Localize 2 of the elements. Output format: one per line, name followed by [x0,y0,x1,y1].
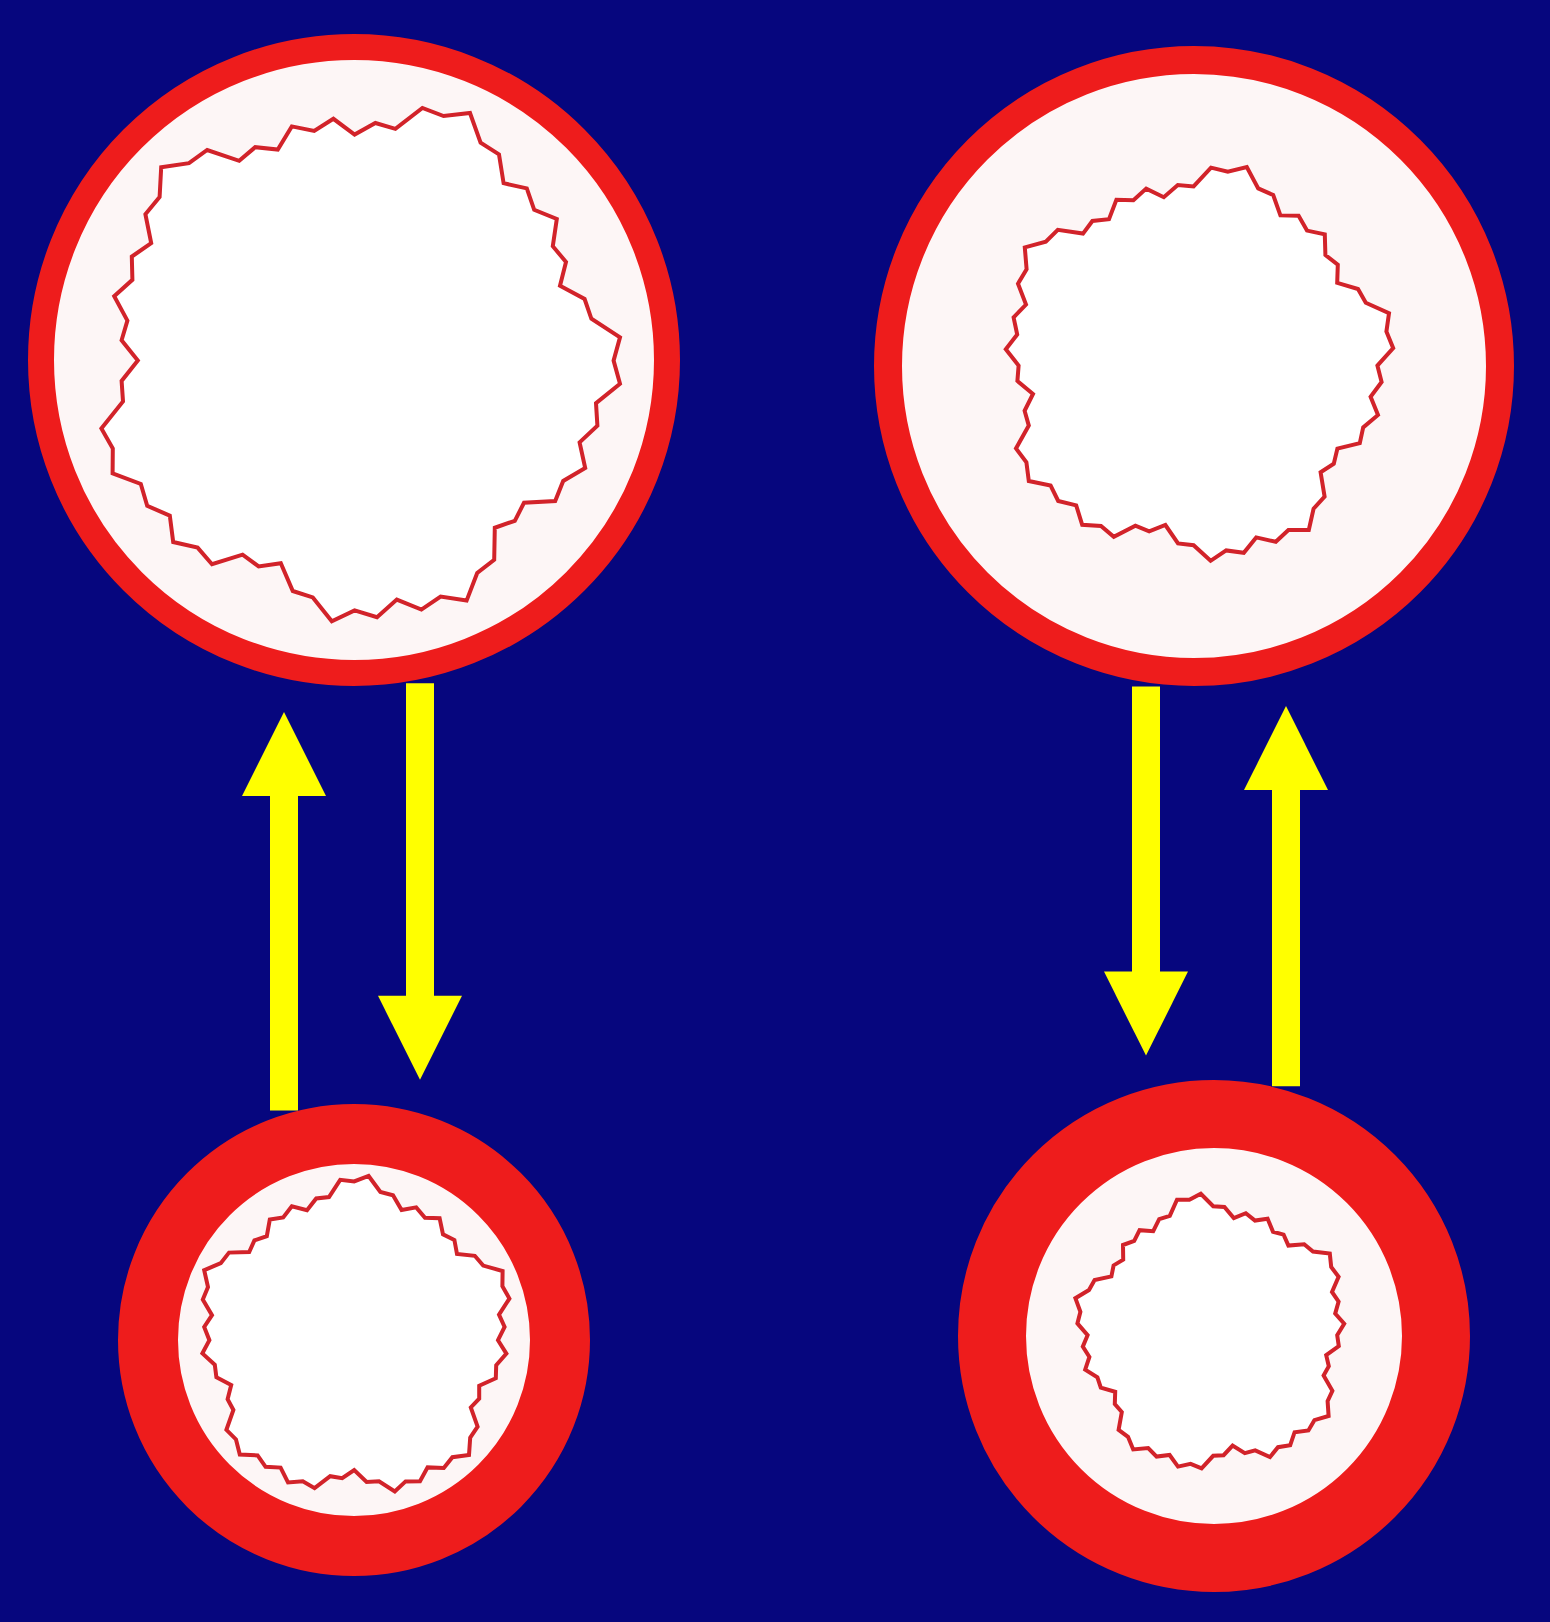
arrow [378,683,462,1080]
arrow [1104,686,1188,1056]
